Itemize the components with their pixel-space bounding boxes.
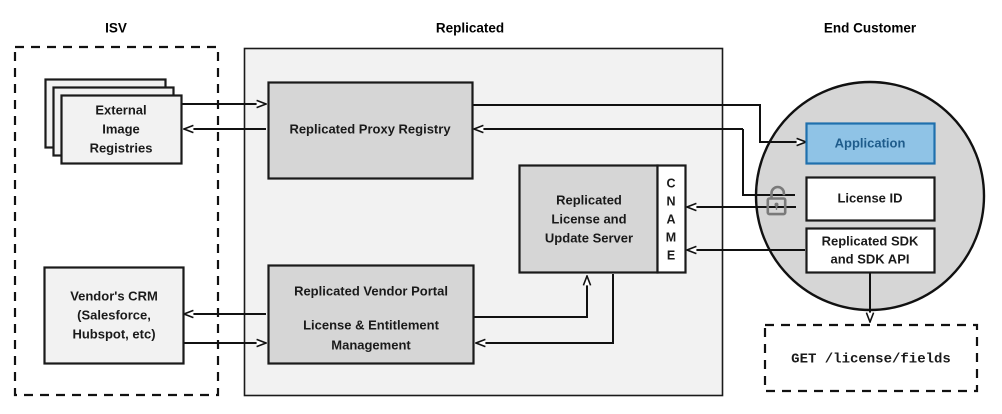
external-image-registries-label-line-2: Image [102,121,140,136]
api-request-box [763,323,979,393]
license-id-box [805,176,936,222]
license-id-label: License ID [837,190,902,205]
replicated-sdk-label-line-2: and SDK API [831,251,910,266]
replicated-vendor-portal-box [267,264,475,365]
node-application[interactable]: Application [805,122,936,165]
application-label: Application [835,135,906,150]
node-replicated-proxy-registry[interactable]: Replicated Proxy Registry [267,81,474,180]
node-replicated-sdk[interactable]: Replicated SDK and SDK API [805,227,936,274]
connection-portal-to-license-server [474,276,587,318]
connection-license-server-to-portal [476,274,614,343]
cname-letter-n: N [666,194,675,208]
license-update-server-label-line-1: Replicated [556,192,622,207]
license-update-server-label-line-2: License and [551,211,626,226]
vendors-crm-label-line-1: Vendor's CRM [70,288,158,303]
cname-box [656,164,687,274]
replicated-vendor-portal-label-line-3: License & Entitlement [303,317,439,332]
node-vendors-crm[interactable]: Vendor's CRM (Salesforce, Hubspot, etc) [43,266,185,365]
external-image-registries-label-line-3: Registries [90,140,153,155]
replicated-vendor-portal-label-line-4: Management [331,337,411,352]
node-external-image-registries[interactable]: External Image Registries [44,78,183,165]
zone-isv-box [13,45,220,397]
zone-replicated-label: Replicated [436,21,504,36]
node-license-id[interactable]: License ID [805,176,936,222]
vendors-crm-box [43,266,185,365]
zone-isv: ISV [13,21,220,397]
connection-application-to-proxy-leg [742,129,795,196]
replicated-sdk-label-line-1: Replicated SDK [822,233,919,248]
cname-letter-e: E [667,248,675,262]
api-request-label: GET /license/fields [791,352,951,368]
replicated-sdk-box [805,227,936,274]
external-image-registries-front [60,94,183,165]
cname-letter-m: M [666,230,676,244]
cname-letter-c: C [666,176,675,190]
replicated-proxy-registry-label: Replicated Proxy Registry [289,121,451,136]
unlock-icon [766,185,787,216]
external-image-registries-label-line-1: External [95,102,146,117]
vendors-crm-label-line-3: Hubspot, etc) [72,326,155,341]
node-replicated-vendor-portal[interactable]: Replicated Vendor Portal License & Entit… [267,264,475,365]
node-api-request[interactable]: GET /license/fields [763,323,979,393]
node-cname[interactable]: C N A M E [656,164,687,274]
zone-end-customer-label: End Customer [824,21,917,36]
connection-layer [182,104,870,343]
replicated-vendor-portal-label-line-1: Replicated Vendor Portal [294,283,448,298]
cname-letter-a: A [666,212,675,226]
connection-proxy-to-application [472,104,806,142]
replicated-proxy-registry-box [267,81,474,180]
node-license-update-server[interactable]: Replicated License and Update Server [518,164,659,274]
license-update-server-label-line-3: Update Server [545,230,633,245]
vendors-crm-label-line-2: (Salesforce, [77,307,151,322]
zone-isv-label: ISV [105,21,127,36]
application-box [805,122,936,165]
